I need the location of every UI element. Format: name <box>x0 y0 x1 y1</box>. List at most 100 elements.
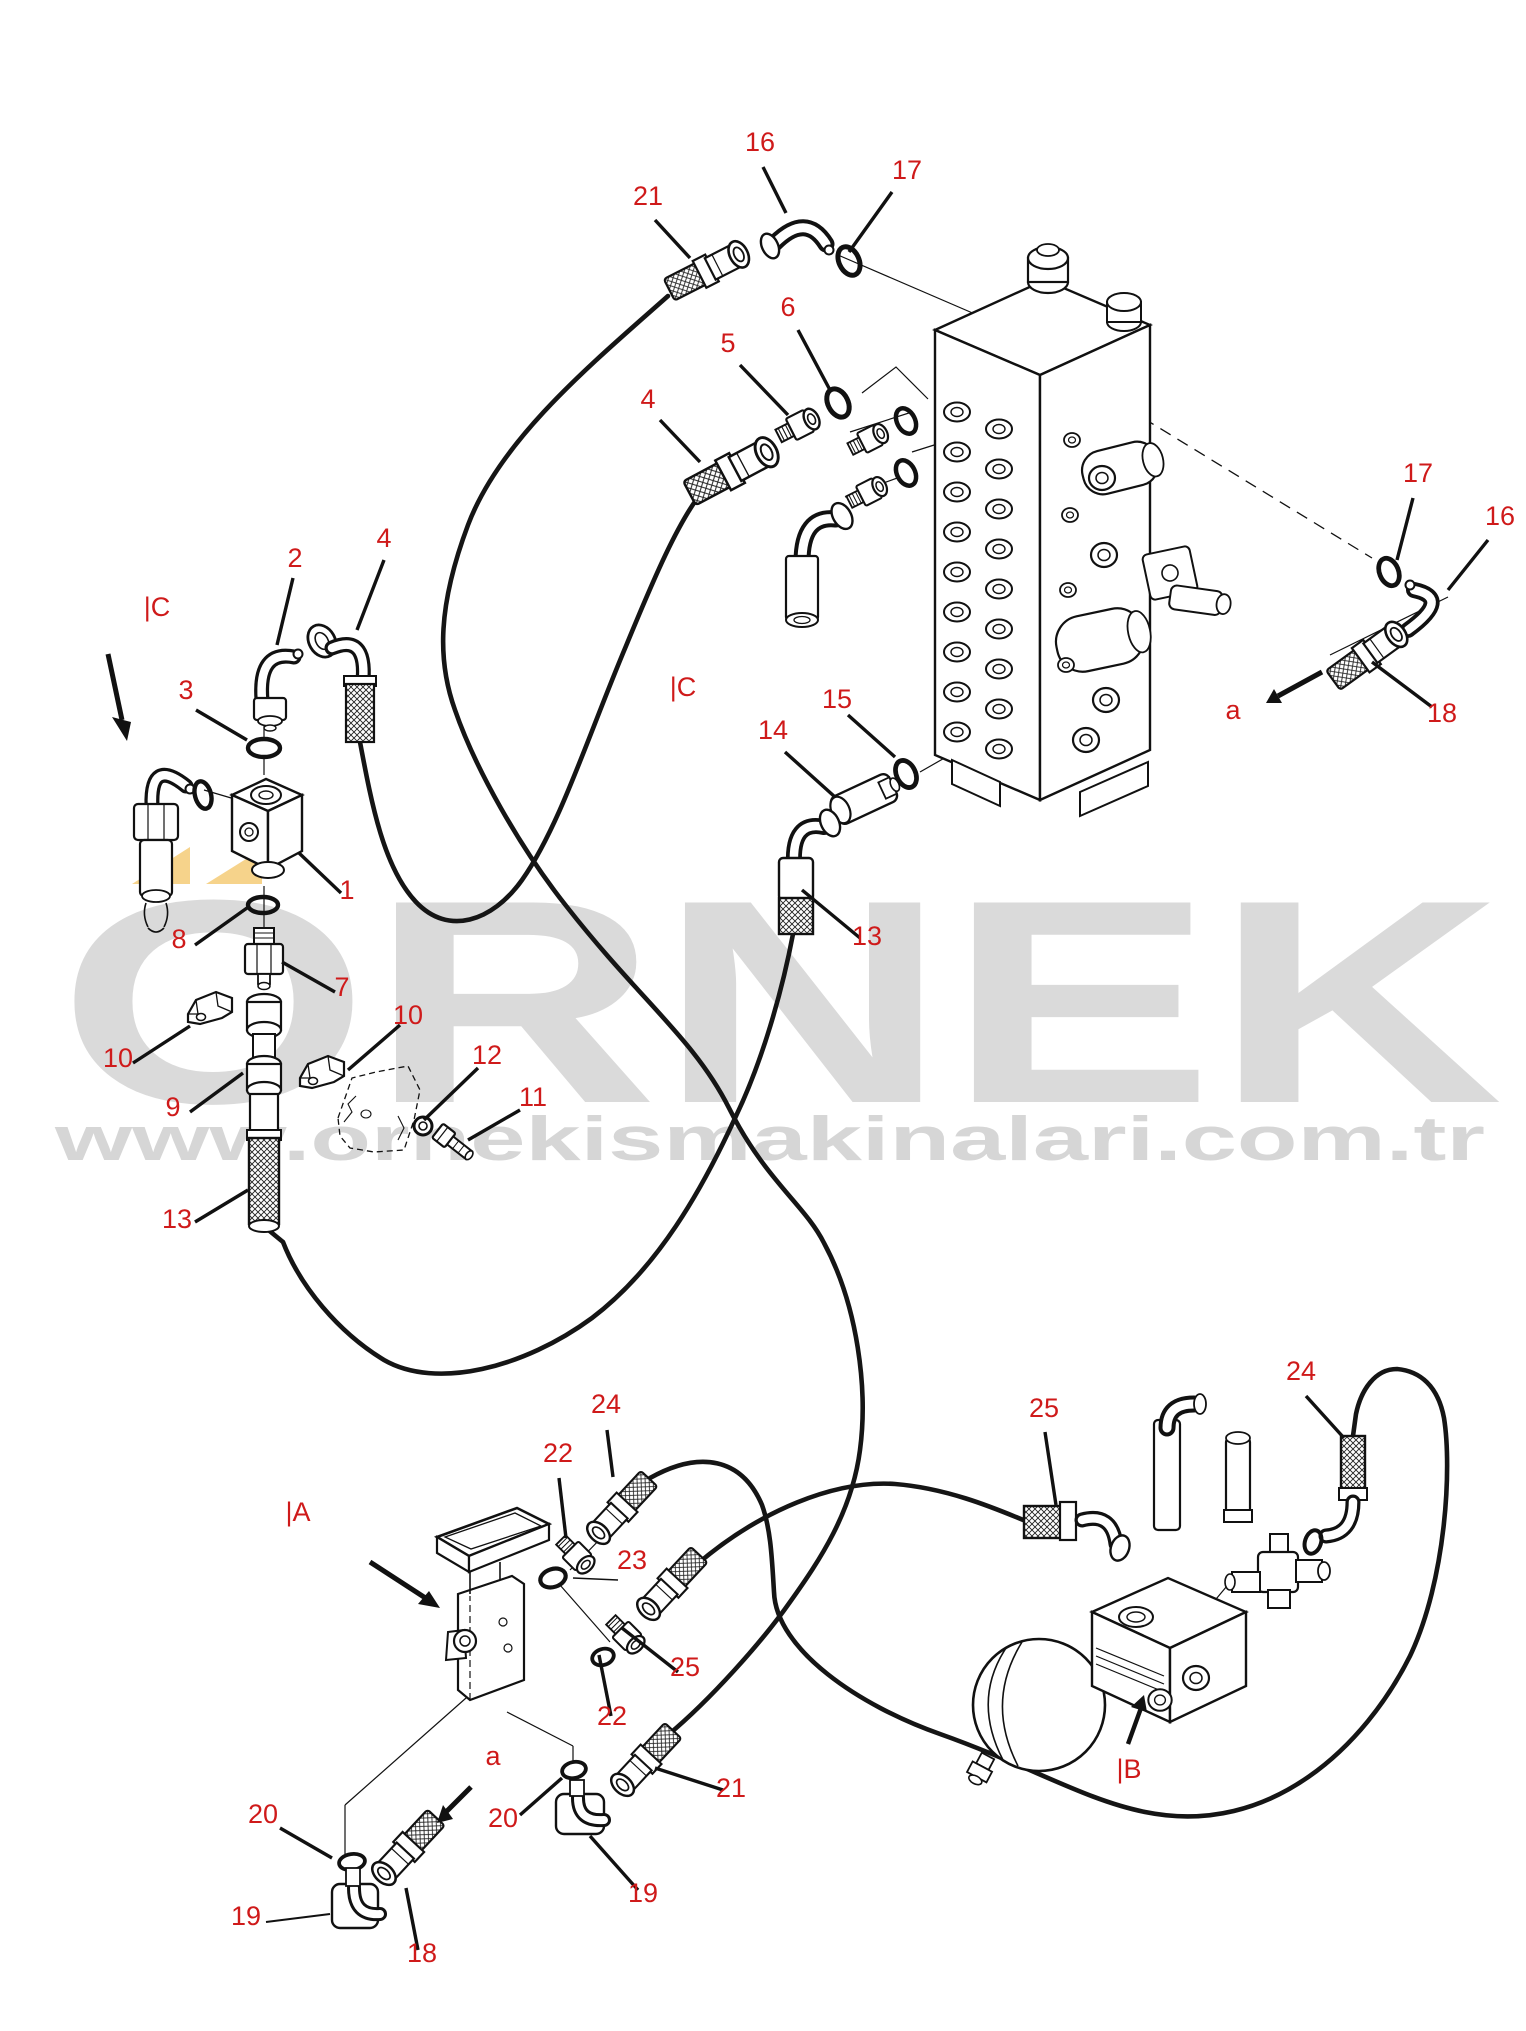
callout-5: 5 <box>720 328 735 358</box>
o-ring <box>1302 1528 1324 1556</box>
hose-25 <box>692 1481 1031 1569</box>
callout-24: 24 <box>591 1389 621 1419</box>
callout-22: 22 <box>543 1438 573 1468</box>
accumulator-block-assembly <box>965 1393 1368 1786</box>
o-ring <box>590 1646 616 1668</box>
hose-end-24 <box>581 1467 661 1551</box>
direction-marker-a: a <box>485 1741 501 1771</box>
o-ring <box>192 779 214 811</box>
callout-17: 17 <box>1403 458 1433 488</box>
valve-top-caps <box>1026 243 1142 332</box>
elbow-25-b <box>1022 1500 1131 1562</box>
callout-21: 21 <box>716 1773 746 1803</box>
callout-20: 20 <box>488 1803 518 1833</box>
section-marker-c: |C <box>670 672 697 702</box>
callout-16: 16 <box>745 127 775 157</box>
o-ring-3 <box>245 736 283 760</box>
hose-end-4-braid <box>344 682 376 744</box>
hose-end-13-braid <box>777 896 815 936</box>
callout-21: 21 <box>633 181 663 211</box>
callout-20: 20 <box>248 1799 278 1829</box>
tube-9 <box>245 992 283 1100</box>
connector <box>843 472 892 513</box>
o-ring-6 <box>822 385 853 421</box>
valve-right-face-fittings <box>1054 432 1232 754</box>
callout-19: 19 <box>231 1901 261 1931</box>
pilot-valve-group-left <box>105 623 377 933</box>
callout-13: 13 <box>852 921 882 951</box>
pedal-valve-assembly <box>368 1506 553 1702</box>
o-ring <box>892 405 920 437</box>
section-marker-c: |C <box>144 592 171 622</box>
tee-fitting <box>1256 1550 1300 1594</box>
mounting-bracket-sketch <box>337 1065 421 1153</box>
callout-1: 1 <box>339 875 354 905</box>
direction-marker-a: a <box>1225 695 1241 725</box>
callout-18: 18 <box>1427 698 1457 728</box>
hose-end-21 <box>605 1719 685 1803</box>
callout-2: 2 <box>287 543 302 573</box>
callout-15: 15 <box>822 684 852 714</box>
o-ring-8 <box>245 894 281 916</box>
elbow-24-b <box>1302 1434 1368 1556</box>
callout-leaders <box>132 166 1490 1951</box>
elbow-16-nut <box>759 232 781 260</box>
pilot-pipes <box>1152 1393 1331 1609</box>
solenoid-valve-block <box>1089 1576 1249 1724</box>
hose-21 <box>440 293 865 1738</box>
watermark-url-text: www.ornekismakinalari.com.tr <box>53 1105 1485 1174</box>
o-ring-23 <box>538 1566 568 1590</box>
direction-arrow-a-icon <box>437 1805 453 1823</box>
section-marker-a: |A <box>285 1497 310 1527</box>
callout-17: 17 <box>892 155 922 185</box>
accumulator <box>971 1637 1107 1773</box>
callout-24: 24 <box>1286 1356 1316 1386</box>
callout-labels: 16 17 21 6 5 4 4 2 3 |C |C 17 16 18 a 14… <box>103 127 1515 1968</box>
o-ring <box>892 457 920 489</box>
section-arrow-b-icon <box>1131 1695 1147 1712</box>
callout-25: 25 <box>1029 1393 1059 1423</box>
callout-12: 12 <box>472 1040 502 1070</box>
fitting-group-13-14-15 <box>777 757 921 936</box>
callout-10: 10 <box>393 1000 423 1030</box>
hose-end-13-bottom <box>246 1092 282 1233</box>
pedal-valve-body <box>456 1574 526 1702</box>
pilot-elbow-assembly-center <box>784 457 920 628</box>
callout-25: 25 <box>670 1652 700 1682</box>
section-arrow-a-icon <box>418 1591 440 1608</box>
callout-13: 13 <box>162 1204 192 1234</box>
callout-9: 9 <box>165 1092 180 1122</box>
hose-24 <box>647 1366 1450 1819</box>
callout-10: 10 <box>103 1043 133 1073</box>
pilot-tube-assembly <box>186 894 474 1233</box>
fitting-group-16-17-21 <box>661 219 865 305</box>
pedal-fittings-group <box>538 1467 711 1668</box>
connector-5 <box>771 404 825 448</box>
direction-arrow-a-icon <box>1266 689 1282 703</box>
section-marker-b: |B <box>1116 1754 1141 1784</box>
o-ring-17 <box>1375 555 1403 589</box>
control-valve-block <box>932 243 1232 818</box>
callout-8: 8 <box>171 924 186 954</box>
hoses <box>263 293 1450 1819</box>
callout-18: 18 <box>407 1938 437 1968</box>
callout-11: 11 <box>519 1082 547 1112</box>
callout-7: 7 <box>334 972 349 1002</box>
callout-14: 14 <box>758 715 788 745</box>
o-ring-17 <box>834 243 865 279</box>
hose-end-4 <box>680 431 785 510</box>
o-ring-20 <box>560 1759 588 1781</box>
callout-4: 4 <box>376 523 391 553</box>
callout-23: 23 <box>617 1545 647 1575</box>
bottom-elbow-groups <box>330 1719 685 1930</box>
callout-6: 6 <box>780 292 795 322</box>
connector-14 <box>829 772 901 826</box>
valve-body-1 <box>229 777 305 879</box>
callout-19: 19 <box>628 1878 658 1908</box>
connector-7 <box>243 927 285 991</box>
hose-13 <box>263 931 796 1376</box>
hose-end-21 <box>661 235 755 305</box>
callout-3: 3 <box>178 675 193 705</box>
